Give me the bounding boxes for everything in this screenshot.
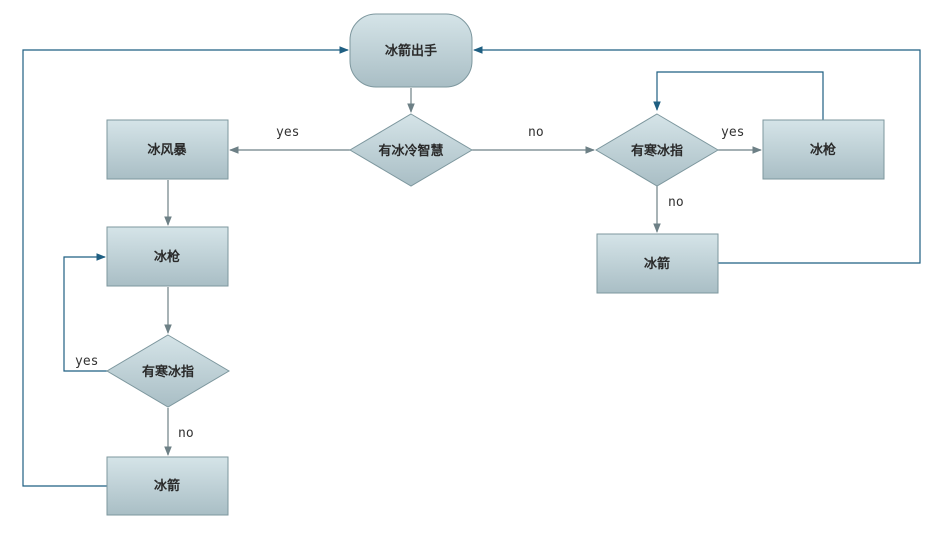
node-decision-wisdom: 有冰冷智慧 bbox=[349, 113, 473, 187]
label-right-frost-yes: yes bbox=[721, 125, 744, 140]
label-left-frost-no: no bbox=[178, 426, 194, 441]
node-ice-storm: 冰风暴 bbox=[106, 119, 229, 180]
node-decision-wisdom-label: 有冰冷智慧 bbox=[378, 143, 443, 159]
node-left-ice-arrow: 冰箭 bbox=[106, 456, 229, 516]
label-left-frost-yes: yes bbox=[75, 354, 98, 369]
node-right-decision-frost: 有寒冰指 bbox=[595, 113, 719, 187]
label-wisdom-no: no bbox=[528, 125, 544, 140]
edge-right-arrow-to-start bbox=[473, 46, 921, 264]
node-ice-storm-label: 冰风暴 bbox=[147, 142, 187, 158]
node-left-ice-lance-label: 冰枪 bbox=[154, 249, 180, 265]
node-left-ice-lance: 冰枪 bbox=[106, 226, 229, 287]
node-start: 冰箭出手 bbox=[349, 13, 473, 88]
node-right-ice-lance-label: 冰枪 bbox=[810, 142, 836, 158]
node-right-ice-arrow-label: 冰箭 bbox=[644, 256, 670, 272]
edge-left-frost-yes-loop bbox=[63, 253, 107, 372]
node-right-ice-lance: 冰枪 bbox=[762, 119, 885, 180]
node-left-ice-arrow-label: 冰箭 bbox=[154, 478, 180, 494]
node-left-decision-frost-label: 有寒冰指 bbox=[142, 364, 194, 380]
node-start-label: 冰箭出手 bbox=[385, 43, 437, 59]
node-right-ice-arrow: 冰箭 bbox=[596, 233, 719, 294]
node-left-decision-frost: 有寒冰指 bbox=[106, 334, 230, 408]
edge-right-lance-loop bbox=[653, 71, 824, 120]
edge-left-arrow-to-start bbox=[22, 46, 349, 487]
label-right-frost-no: no bbox=[668, 195, 684, 210]
label-wisdom-yes: yes bbox=[276, 125, 299, 140]
node-right-decision-frost-label: 有寒冰指 bbox=[631, 143, 683, 159]
